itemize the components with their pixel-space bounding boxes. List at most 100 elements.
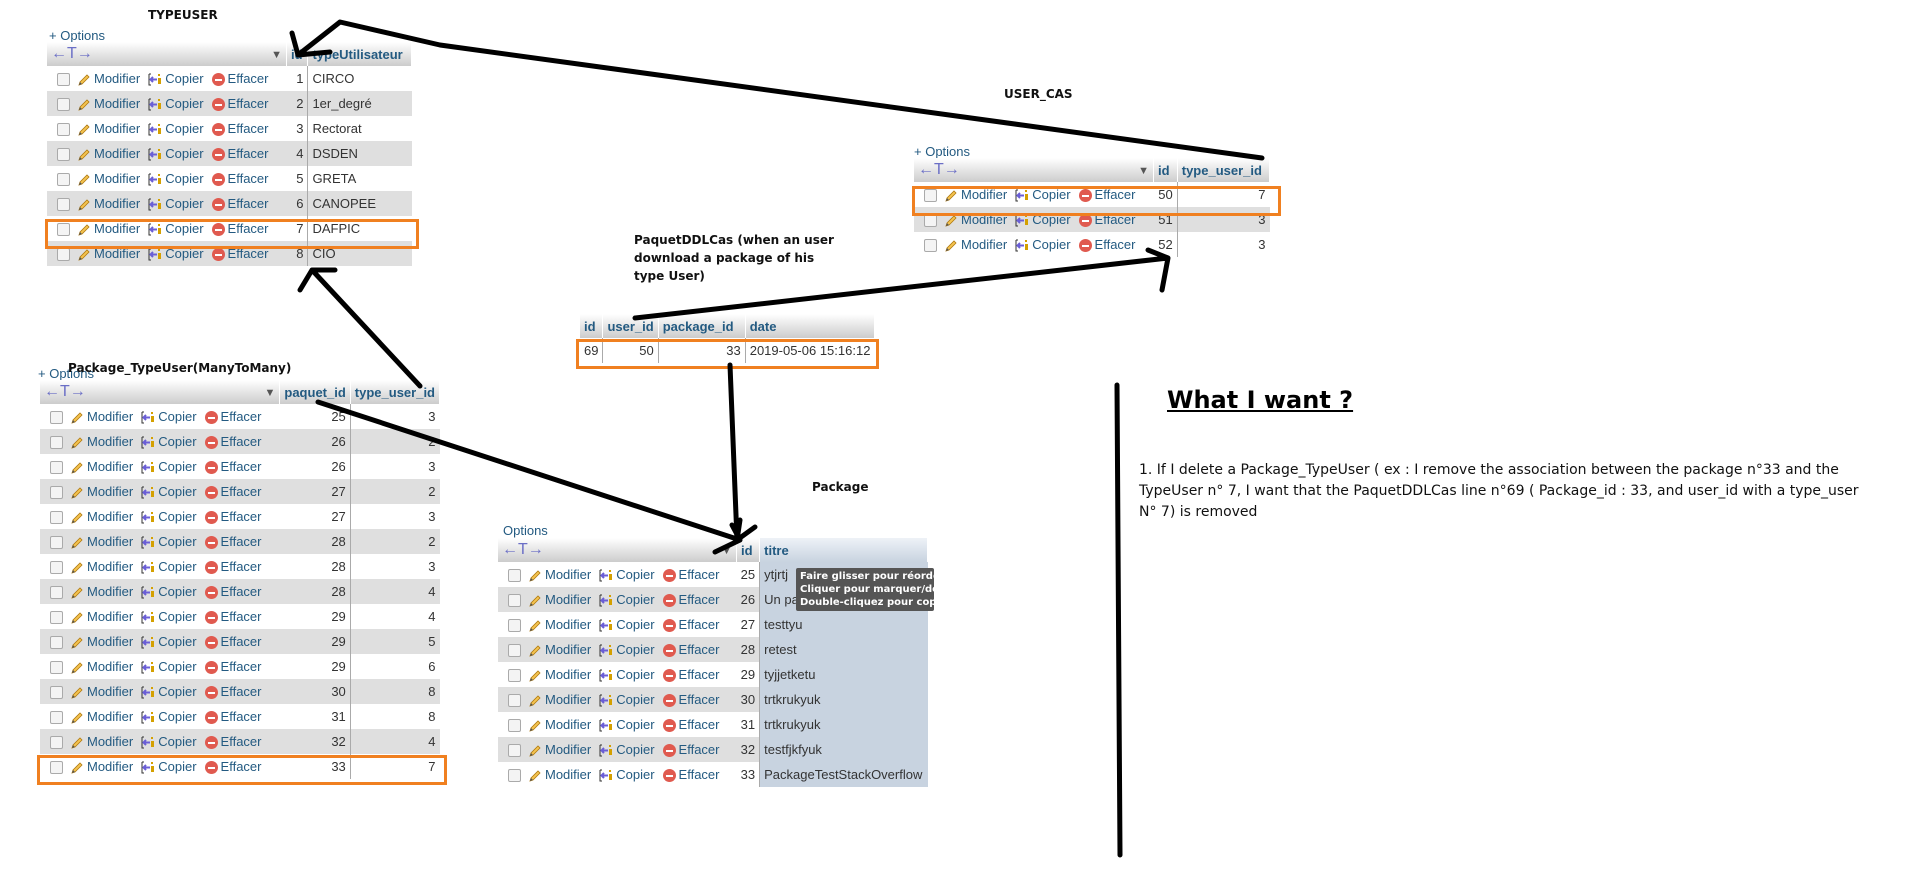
row-checkbox[interactable] [50,411,63,425]
cell-type-user-id[interactable]: 8 [349,704,440,729]
row-checkbox[interactable] [50,736,63,750]
cell-id[interactable]: 3 [286,116,308,141]
cell-id[interactable]: 69 [580,338,603,363]
cell-id[interactable]: 8 [286,241,308,266]
sort-dropdown-icon[interactable]: ▼ [1138,165,1149,177]
cell-typeutilisateur[interactable]: CANOPEE [307,191,412,216]
copy-button[interactable]: Copier [148,121,204,136]
cell-id[interactable]: 6 [286,191,308,216]
delete-button[interactable]: Effacer [211,71,269,87]
delete-button[interactable]: Effacer [662,642,720,658]
copy-button[interactable]: Copier [148,246,204,261]
cell-id[interactable]: 27 [736,612,760,637]
edit-button[interactable]: Modifier [529,592,591,607]
cell-type-user-id[interactable]: 5 [349,629,440,654]
delete-button[interactable]: Effacer [204,459,262,475]
row-checkbox[interactable] [508,644,521,658]
column-header-id[interactable]: id [580,314,604,338]
column-controls-header[interactable]: ←T→▼ [498,538,737,562]
column-header-id[interactable]: id [736,538,761,562]
row-checkbox[interactable] [50,761,63,775]
cell-type-user-id[interactable]: 3 [349,504,440,529]
row-checkbox[interactable] [50,686,63,700]
cell-paquet-id[interactable]: 27 [279,504,351,529]
edit-button[interactable]: Modifier [71,684,133,699]
column-header-id[interactable]: id [1153,158,1178,182]
column-header-id[interactable]: id [286,42,309,66]
copy-button[interactable]: Copier [141,509,197,524]
delete-button[interactable]: Effacer [211,146,269,162]
copy-button[interactable]: Copier [141,409,197,424]
row-checkbox[interactable] [50,486,63,500]
delete-button[interactable]: Effacer [1078,237,1136,253]
delete-button[interactable]: Effacer [204,734,262,750]
delete-button[interactable]: Effacer [204,659,262,675]
sort-dropdown-icon[interactable]: ▼ [721,545,732,557]
delete-button[interactable]: Effacer [204,509,262,525]
row-checkbox[interactable] [508,744,521,758]
cell-paquet-id[interactable]: 26 [279,454,351,479]
cell-type-user-id[interactable]: 2 [349,429,440,454]
cell-typeutilisateur[interactable]: GRETA [307,166,412,191]
delete-button[interactable]: Effacer [662,617,720,633]
edit-button[interactable]: Modifier [71,534,133,549]
delete-button[interactable]: Effacer [662,567,720,583]
cell-id[interactable]: 50 [1153,182,1178,207]
row-checkbox[interactable] [50,661,63,675]
delete-button[interactable]: Effacer [211,121,269,137]
row-checkbox[interactable] [57,173,70,187]
cell-id[interactable]: 7 [286,216,308,241]
copy-button[interactable]: Copier [599,767,655,782]
cell-id[interactable]: 31 [736,712,760,737]
edit-button[interactable]: Modifier [71,559,133,574]
copy-button[interactable]: Copier [141,759,197,774]
cell-type-user-id[interactable]: 3 [1176,232,1270,257]
row-checkbox[interactable] [508,669,521,683]
row-checkbox[interactable] [57,123,70,137]
row-checkbox[interactable] [50,536,63,550]
copy-button[interactable]: Copier [599,617,655,632]
edit-button[interactable]: Modifier [71,509,133,524]
copy-button[interactable]: Copier [599,667,655,682]
copy-button[interactable]: Copier [1015,237,1071,252]
row-checkbox[interactable] [508,619,521,633]
cell-paquet-id[interactable]: 33 [279,754,351,779]
delete-button[interactable]: Effacer [204,609,262,625]
delete-button[interactable]: Effacer [1078,212,1136,228]
row-checkbox[interactable] [50,611,63,625]
copy-button[interactable]: Copier [599,717,655,732]
cell-type-user-id[interactable]: 3 [349,454,440,479]
cell-id[interactable]: 4 [286,141,308,166]
cell-paquet-id[interactable]: 28 [279,529,351,554]
row-checkbox[interactable] [50,461,63,475]
copy-button[interactable]: Copier [141,584,197,599]
cell-type-user-id[interactable]: 2 [349,529,440,554]
column-header-paquet-id[interactable]: paquet_id [279,380,351,404]
delete-button[interactable]: Effacer [204,759,262,775]
edit-button[interactable]: Modifier [529,567,591,582]
cell-type-user-id[interactable]: 2 [349,479,440,504]
edit-button[interactable]: Modifier [78,246,140,261]
copy-button[interactable]: Copier [148,146,204,161]
row-checkbox[interactable] [57,148,70,162]
column-header-package-id[interactable]: package_id [658,314,746,338]
edit-button[interactable]: Modifier [78,146,140,161]
copy-button[interactable]: Copier [141,434,197,449]
row-checkbox[interactable] [508,694,521,708]
delete-button[interactable]: Effacer [204,559,262,575]
row-checkbox[interactable] [508,594,521,608]
cell-package-id[interactable]: 33 [657,338,746,363]
typeuser-options-link[interactable]: + Options [49,28,106,43]
delete-button[interactable]: Effacer [662,717,720,733]
